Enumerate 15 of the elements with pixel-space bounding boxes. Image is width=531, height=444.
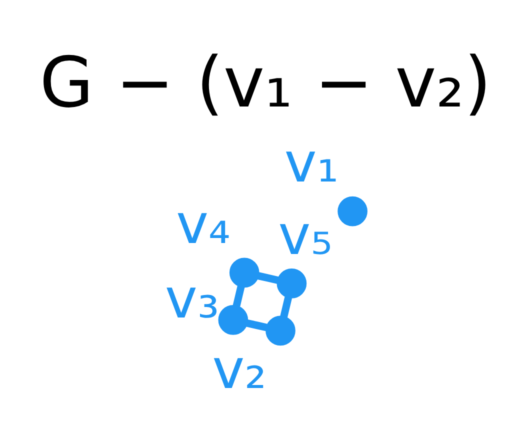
- diagram-title: G − (v₁ − v₂): [40, 42, 492, 124]
- node-circle: [229, 257, 260, 288]
- connector: [280, 296, 292, 318]
- connector: [232, 284, 245, 306]
- node-circle: [276, 268, 307, 298]
- node-label: v₁: [284, 130, 339, 194]
- node-label: v₄: [176, 192, 230, 256]
- node-label: v₃: [164, 266, 220, 330]
- node-label: v₅: [278, 202, 333, 266]
- connector: [246, 318, 268, 331]
- node-circle: [338, 196, 368, 226]
- node-label: v₂: [212, 336, 267, 401]
- connector: [257, 272, 280, 284]
- node-circle: [266, 315, 296, 346]
- node-circle: [218, 304, 248, 334]
